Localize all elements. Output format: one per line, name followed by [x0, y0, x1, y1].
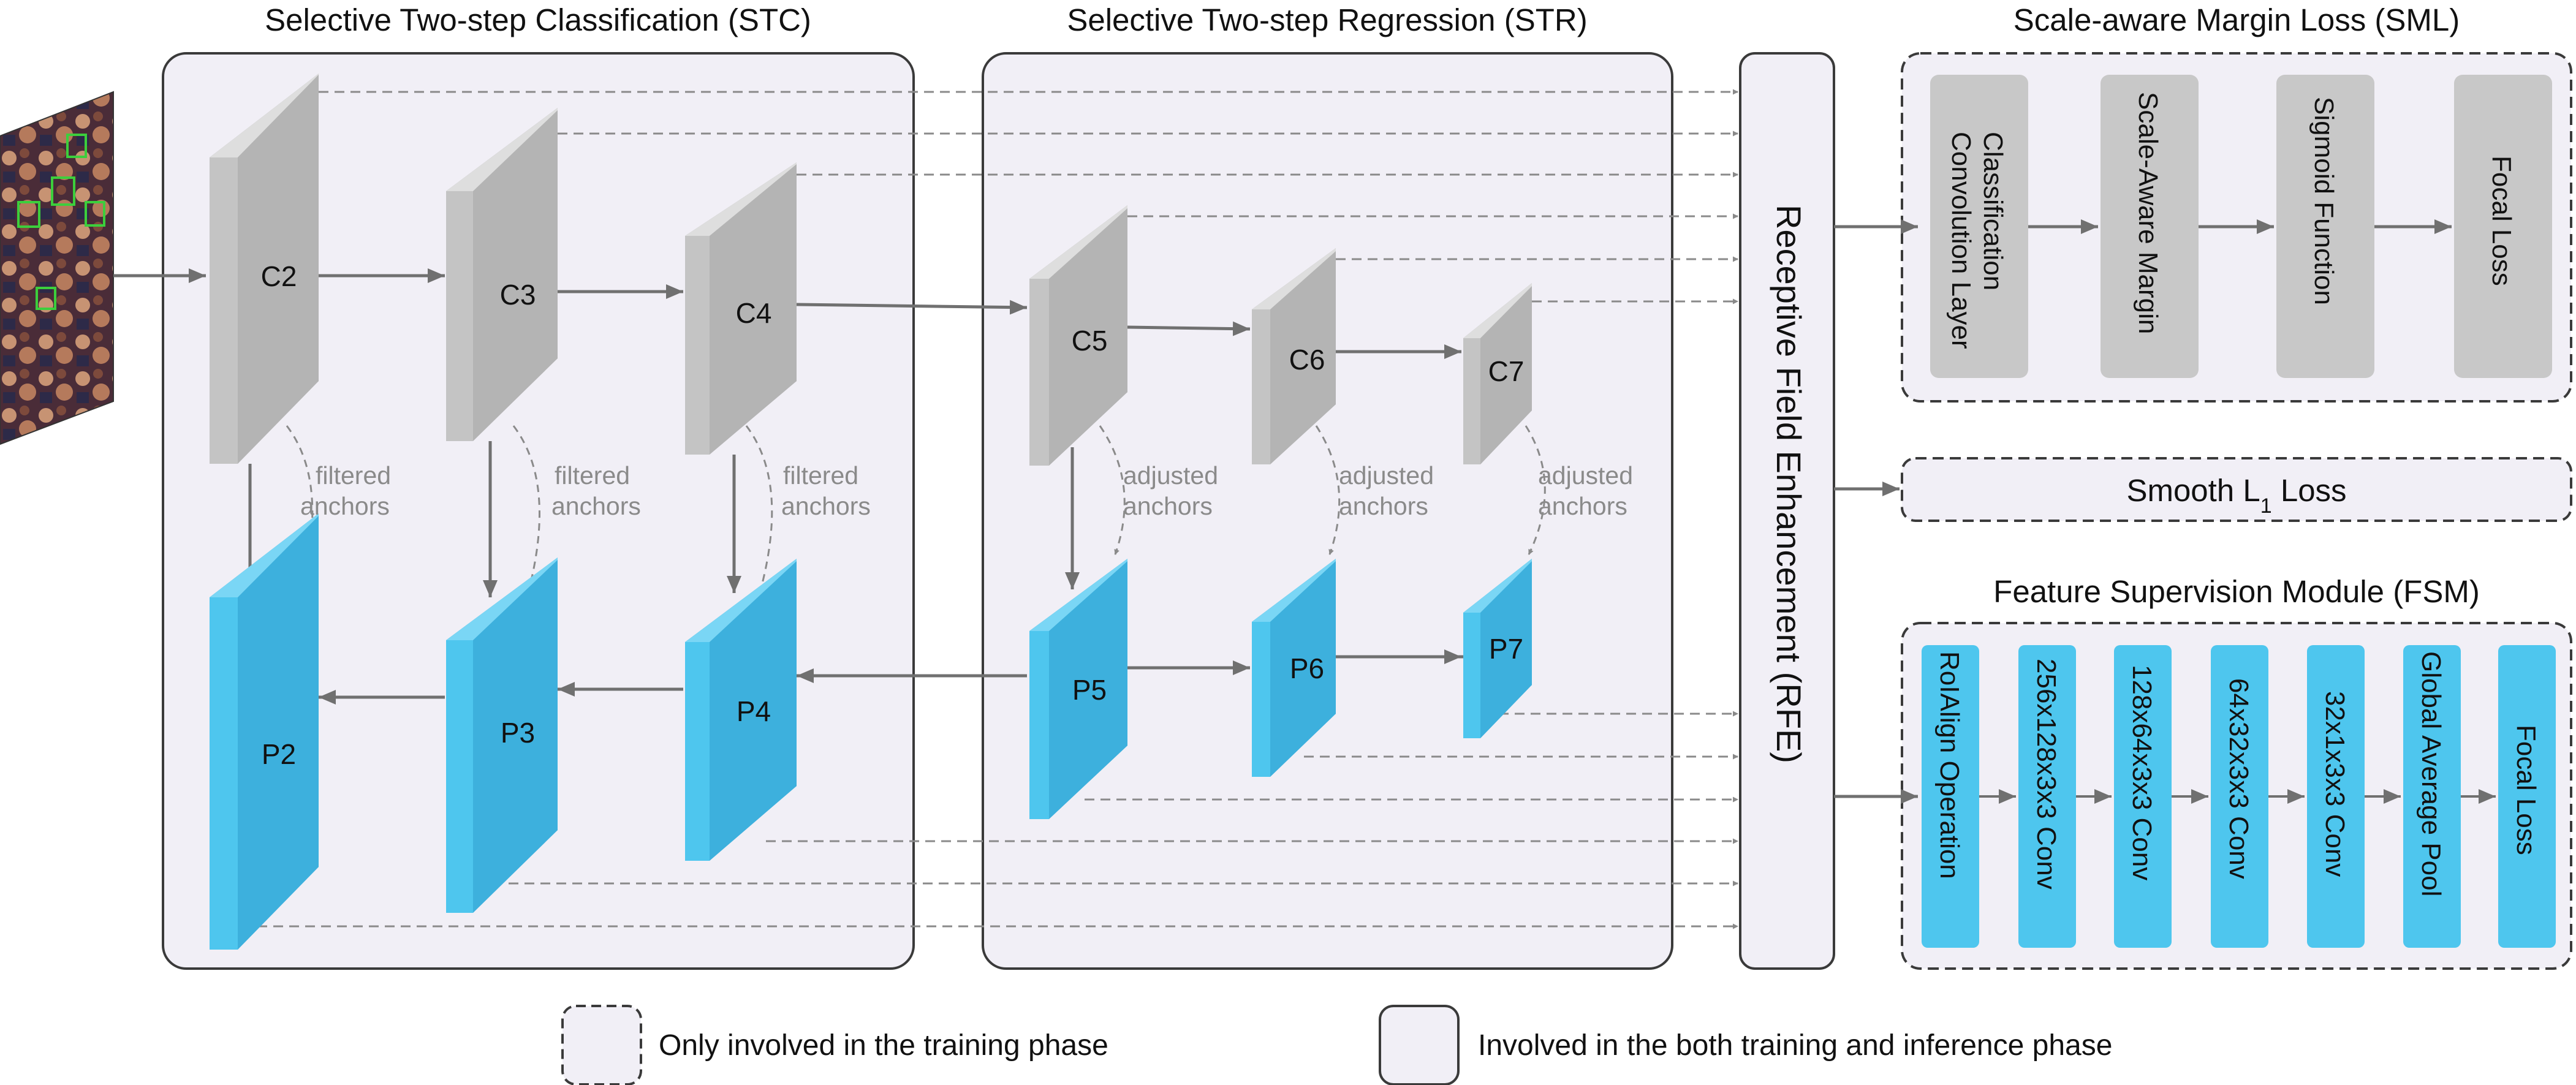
fsm-step-3: 128x64x3x3 Conv [2127, 665, 2157, 880]
fsm-step-7: Focal Loss [2511, 725, 2541, 855]
feature-map-c5: C5 [1029, 205, 1127, 466]
fsm-steps: RoIAlign Operation 256x128x3x3 Conv 128x… [1922, 645, 2556, 948]
p2-label: P2 [262, 738, 296, 770]
fsm-step-box-2 [2018, 645, 2076, 948]
str-panel [982, 52, 1673, 970]
feature-map-c6: C6 [1252, 248, 1336, 464]
input-image [0, 91, 114, 445]
feature-map-c3: C3 [446, 108, 558, 441]
rfe-panel [1739, 52, 1835, 970]
sml-step-box-4 [2454, 75, 2552, 378]
dashed-paths [257, 89, 1738, 929]
feature-map-p2: P2 [210, 513, 319, 950]
sml-step-2: Scale-Aware Margin [2133, 92, 2163, 334]
legend-training-only: Only involved in the training phase [659, 1029, 1108, 1062]
legend-both-phases: Involved in the both training and infere… [1478, 1029, 2112, 1062]
legend: Only involved in the training phase Invo… [561, 1005, 2112, 1085]
fsm-step-box-1 [1922, 645, 1979, 948]
fsm-step-box-7 [2498, 645, 2556, 948]
p5-label: P5 [1072, 674, 1107, 706]
feature-map-c7: C7 [1463, 283, 1532, 464]
p7-label: P7 [1489, 633, 1523, 665]
c3-label: C3 [500, 279, 536, 311]
p4-label: P4 [737, 695, 771, 727]
fsm-step-box-6 [2403, 645, 2461, 948]
sml-step-box-2 [2101, 75, 2199, 378]
sml-step-1: ClassificationConvolution Layer [1946, 132, 2008, 349]
feature-map-p6: P6 [1252, 559, 1336, 777]
c7-label: C7 [1488, 355, 1525, 387]
c5-label: C5 [1072, 325, 1108, 357]
smooth-loss-box [1901, 457, 2572, 522]
feature-map-c4: C4 [685, 162, 797, 455]
fsm-step-4: 64x32x3x3 Conv [2224, 678, 2254, 879]
fsm-title: Feature Supervision Module (FSM) [1993, 574, 2480, 609]
sml-step-3: Sigmoid Function [2309, 97, 2339, 305]
fsm-step-box-3 [2114, 645, 2172, 948]
c4-label: C4 [736, 297, 772, 329]
str-title: Selective Two-step Regression (STR) [1067, 2, 1587, 37]
p3-label: P3 [501, 717, 535, 749]
sml-step-box-1 [1930, 75, 2028, 378]
feature-map-p3: P3 [446, 558, 558, 913]
fsm-step-1: RoIAlign Operation [1934, 651, 1964, 879]
sml-title: Scale-aware Margin Loss (SML) [2013, 2, 2460, 37]
feature-map-p7: P7 [1463, 559, 1532, 738]
fsm-step-5: 32x1x3x3 Conv [2320, 691, 2350, 877]
fsm-step-box-4 [2211, 645, 2268, 948]
horizontal-arrows [113, 268, 1483, 705]
feature-map-c2: C2 [210, 74, 319, 464]
p6-label: P6 [1290, 652, 1324, 684]
sml-step-4: Focal Loss [2487, 156, 2517, 286]
fsm-step-6: Global Average Pool [2416, 651, 2446, 896]
anchor-curves [286, 425, 1546, 598]
c6-label: C6 [1289, 344, 1325, 376]
sml-steps: ClassificationConvolution Layer Scale-Aw… [1930, 75, 2552, 378]
rfe-output-arrows [1834, 219, 1918, 804]
legend-solid-swatch [1379, 1005, 1460, 1085]
smooth-l1-loss-label: Smooth L1 Loss [2126, 473, 2346, 518]
fsm-step-box-5 [2307, 645, 2365, 948]
feature-map-p4: P4 [685, 559, 797, 861]
rfe-label: Receptive Field Enhancement (RFE) [1770, 205, 1808, 763]
legend-dashed-swatch [561, 1005, 642, 1085]
sml-step-box-3 [2276, 75, 2374, 378]
stc-title: Selective Two-step Classification (STC) [265, 2, 811, 37]
feature-map-p5: P5 [1029, 559, 1127, 819]
c2-label: C2 [261, 260, 297, 292]
fsm-step-2: 256x128x3x3 Conv [2031, 659, 2061, 890]
